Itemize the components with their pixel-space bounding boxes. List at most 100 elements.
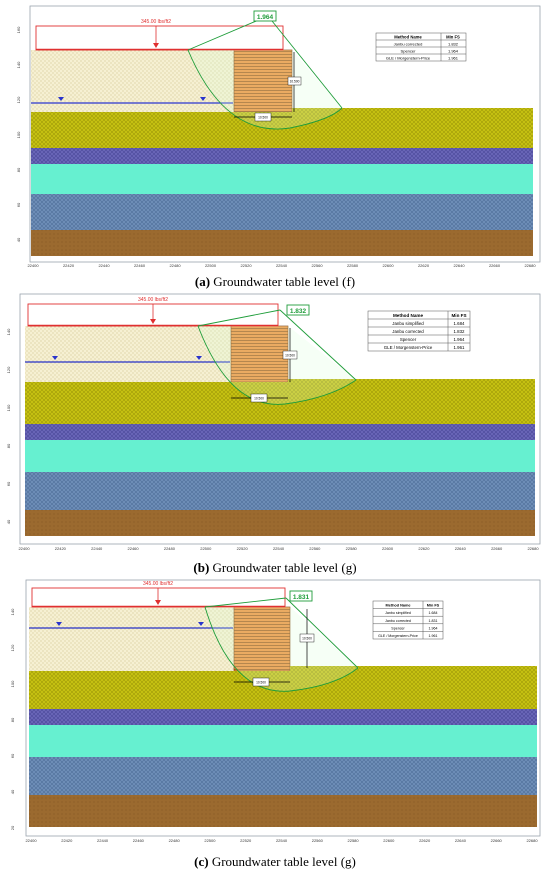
x-tick-label: 22640 [453,263,465,268]
table-cell: 1.684 [429,611,438,615]
x-tick-label: 22540 [276,263,288,268]
x-tick-label: 22580 [348,838,360,843]
table-header: Method Name [394,35,422,40]
x-tick-label: 22480 [169,838,181,843]
cyan-layer [25,440,535,472]
y-tick-label: 80 [6,443,11,448]
dim-label-horizontal: 10.500 [254,397,264,401]
bluegray-layer [31,194,533,230]
slip-surface [187,49,343,130]
panel-b: 345.00 lbs/ft2 1.832 10.500 10.500 Metho… [0,292,550,576]
sand-layer [29,607,234,671]
table-cell: Spencer [391,626,405,630]
caption-text: Groundwater table level (f) [210,274,356,289]
fs-badge [289,590,313,602]
water-marker-icon [58,97,64,101]
y-tick-label: 60 [16,202,21,207]
table-cell: Spencer [401,49,417,54]
cyan-layer [29,725,537,757]
panel-c: 345.00 lbs/ft2 1.831 10.500 10.500 Metho… [0,576,550,876]
clay-layer [29,671,537,709]
y-tick-label: 140 [16,61,21,68]
y-tick-label: 140 [6,328,11,335]
x-tick-label: 22620 [418,263,430,268]
table-cell: Janbu simplified [392,321,424,326]
table-cell: Janbu corrected [392,329,424,334]
purple-layer [29,709,537,725]
x-tick-label: 22460 [128,546,140,551]
table-cell: 1.832 [454,329,466,334]
sand-layer [25,326,231,382]
x-tick-label: 22580 [347,263,359,268]
x-tick-label: 22620 [418,546,430,551]
caption-letter: (b) [193,560,210,575]
dim-label-vertical: 10.500 [302,637,312,641]
table-cell: GLE / Morgenstern-Price [386,56,431,61]
x-tick-label: 22540 [273,546,285,551]
load-arrow-icon [150,319,156,324]
x-tick-label: 22440 [98,263,110,268]
dim-label-horizontal: 10.500 [256,681,266,685]
slope-diagram-c: 345.00 lbs/ft2 1.831 10.500 10.500 Metho… [10,579,541,843]
slip-surface [204,606,359,692]
dim-label-horizontal: 10.500 [258,116,268,120]
y-tick-label: 100 [16,131,21,138]
caption-text: Groundwater table level (g) [209,560,357,575]
table-cell: 1.684 [454,321,466,326]
table-cell: Janbu corrected [385,619,411,623]
x-tick-label: 22480 [164,546,176,551]
x-tick-label: 22600 [382,546,394,551]
water-marker-icon [198,622,204,626]
x-tick-label: 22460 [134,263,146,268]
water-marker-icon [200,97,206,101]
fs-value: 1.964 [257,14,274,21]
brown-layer [25,510,535,536]
load-label: 345.00 lbs/ft2 [138,297,168,303]
table-header: Min FS [446,35,460,40]
table-header: Min FS [427,604,440,608]
y-tick-label: 120 [16,96,21,103]
x-tick-label: 22500 [205,263,217,268]
fs-value: 1.832 [290,308,307,315]
bluegray-layer [25,472,535,510]
table-cell: Janbu simplified [385,611,411,615]
x-tick-label: 22520 [240,263,252,268]
y-tick-label: 100 [6,404,11,411]
caption-letter: (a) [194,274,211,289]
x-tick-label: 22440 [97,838,109,843]
bluegray-layer [29,757,537,795]
caption-a: (a) Groundwater table level (f) [0,274,550,290]
retaining-wall [233,606,291,672]
x-tick-label: 22500 [200,546,212,551]
fs-badge [286,304,310,316]
y-tick-label: 80 [16,167,21,172]
x-tick-label: 22560 [309,546,321,551]
caption-c: (c) Groundwater table level (g) [0,854,550,870]
slip-surface [197,325,357,405]
fs-badge [253,10,277,22]
clay-layer [25,382,535,424]
y-tick-label: 140 [10,608,15,615]
x-tick-label: 22480 [169,263,181,268]
fs-table: Method Name Min FS Janbu simplified 1.68… [367,310,471,352]
table-cell: GLE / Morgenstern-Price [378,634,418,638]
water-marker-icon [52,356,58,360]
purple-layer [31,148,533,164]
table-cell: GLE / Morgenstern-Price [384,345,433,350]
table-cell: 1.961 [429,634,438,638]
y-tick-label: 40 [6,519,11,524]
fs-table: Method Name Min FS Janbu simplified 1.68… [372,600,444,640]
x-tick-label: 22520 [237,546,249,551]
clay-top-strip [288,379,535,383]
y-tick-label: 160 [16,26,21,33]
y-tick-label: 60 [10,753,15,758]
slope-diagram-b: 345.00 lbs/ft2 1.832 10.500 10.500 Metho… [6,293,541,551]
water-marker-icon [196,356,202,360]
clay-top-strip [292,108,533,112]
x-tick-label: 22580 [346,546,358,551]
table-cell: 1.831 [429,619,438,623]
x-tick-label: 22680 [524,263,536,268]
